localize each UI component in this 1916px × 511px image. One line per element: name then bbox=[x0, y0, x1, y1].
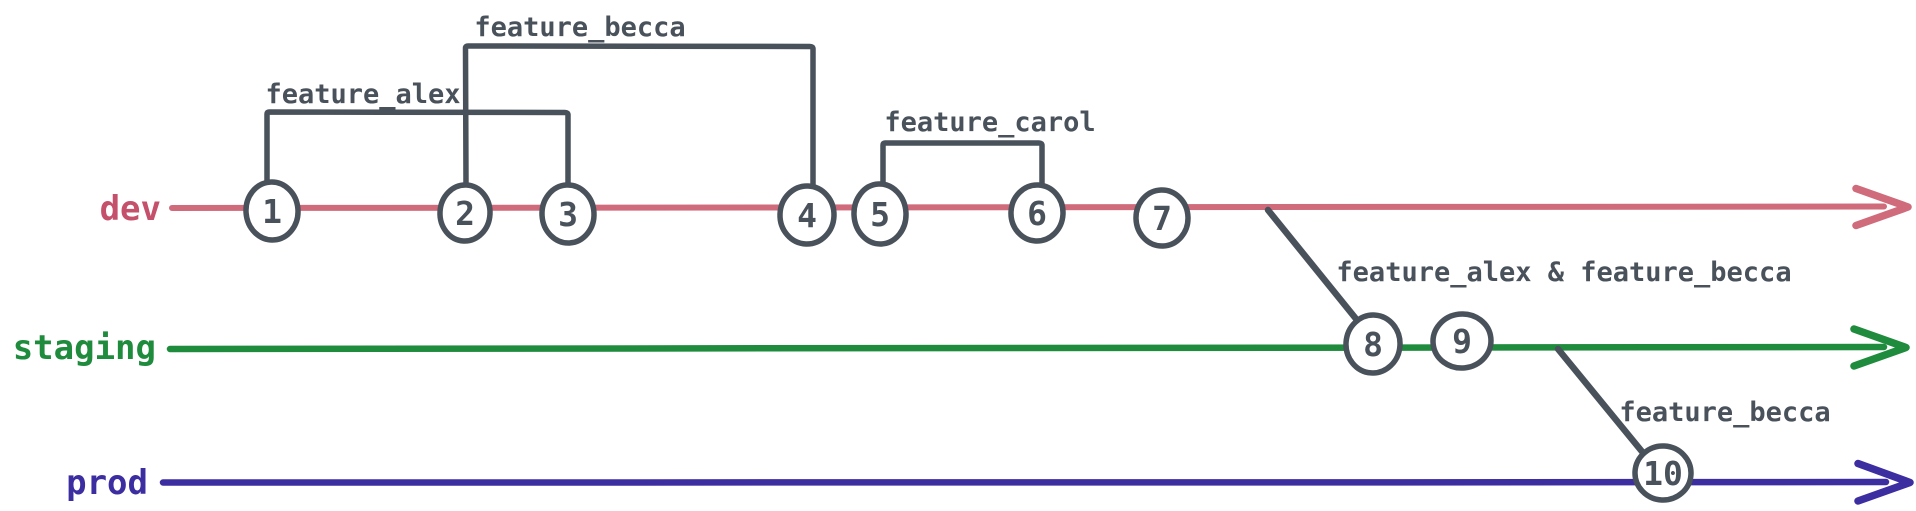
staging-branch-line bbox=[166, 343, 1888, 353]
commit-node-8: 8 bbox=[1343, 312, 1403, 376]
commit-circle bbox=[437, 182, 493, 244]
staging-arrow-icon bbox=[1850, 325, 1910, 370]
commit-circle bbox=[1133, 187, 1191, 249]
commit-number: 4 bbox=[797, 196, 817, 235]
commit-number: 1 bbox=[262, 192, 282, 231]
commit-number: 10 bbox=[1643, 454, 1683, 493]
commit-number: 7 bbox=[1152, 199, 1172, 238]
merge-line-dev-to-staging bbox=[1264, 206, 1365, 329]
commit-node-5: 5 bbox=[851, 181, 909, 247]
commit-node-4: 4 bbox=[777, 183, 837, 247]
merge-to-prod-label: feature_becca bbox=[1619, 397, 1830, 428]
dev-arrow-icon bbox=[1852, 184, 1912, 230]
commit-circle bbox=[1008, 182, 1066, 244]
commit-circle bbox=[777, 183, 837, 247]
commit-number: 5 bbox=[870, 195, 890, 234]
commit-circle bbox=[1343, 312, 1403, 376]
prod-arrow-icon bbox=[1854, 459, 1914, 505]
commit-node-7: 7 bbox=[1133, 187, 1191, 249]
prod-branch-label: prod bbox=[66, 463, 148, 503]
commit-number: 3 bbox=[558, 195, 578, 234]
dev-branch-label: dev bbox=[100, 189, 161, 229]
commit-circle bbox=[539, 182, 597, 246]
commit-circle bbox=[1430, 311, 1494, 371]
feature-becca-bracket bbox=[462, 43, 816, 191]
commit-circle bbox=[851, 181, 909, 247]
merge-line-staging-to-prod bbox=[1554, 345, 1648, 458]
feature-becca-label: feature_becca bbox=[474, 12, 685, 43]
commit-node-1: 1 bbox=[243, 179, 301, 243]
commit-circle bbox=[243, 179, 301, 243]
commit-node-3: 3 bbox=[539, 182, 597, 246]
commit-number: 8 bbox=[1363, 325, 1383, 364]
prod-branch-line bbox=[159, 478, 1890, 486]
commit-number: 2 bbox=[455, 194, 475, 233]
commit-circle bbox=[1632, 443, 1694, 503]
commit-node-6: 6 bbox=[1008, 182, 1066, 244]
commit-node-9: 9 bbox=[1430, 311, 1494, 371]
feature-alex-label: feature_alex bbox=[265, 79, 460, 110]
feature-carol-label: feature_carol bbox=[884, 107, 1095, 138]
commit-number: 9 bbox=[1452, 322, 1472, 361]
merge-to-staging-label: feature_alex & feature_becca bbox=[1336, 257, 1791, 288]
feature-alex-bracket bbox=[264, 109, 571, 190]
feature-carol-bracket bbox=[880, 140, 1045, 190]
commit-number: 6 bbox=[1027, 194, 1047, 233]
commit-node-2: 2 bbox=[437, 182, 493, 244]
commit-node-10: 10 bbox=[1632, 443, 1694, 503]
staging-branch-label: staging bbox=[13, 328, 156, 368]
